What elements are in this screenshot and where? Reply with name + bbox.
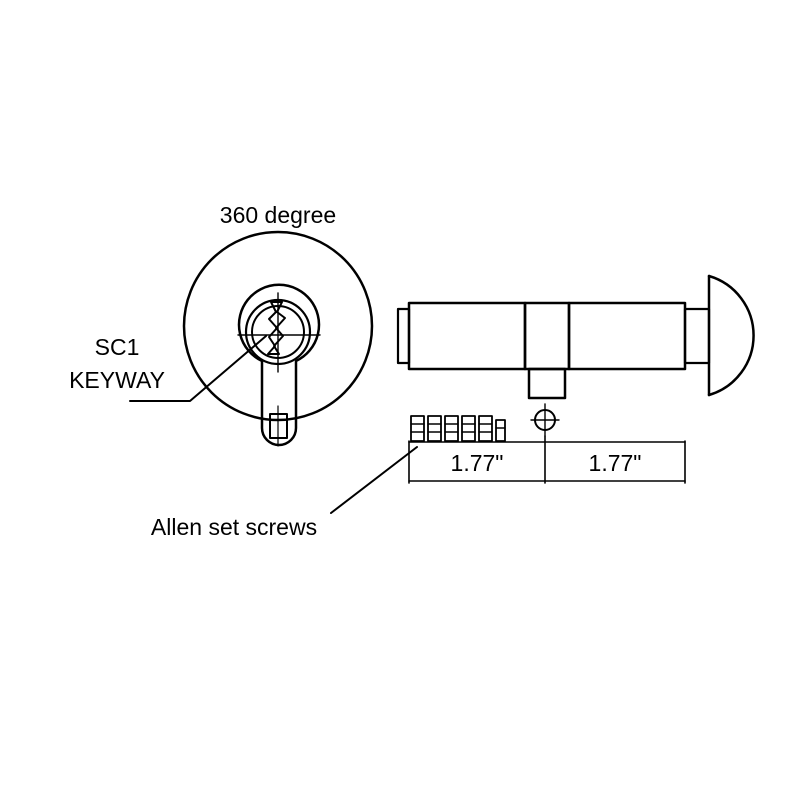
keyhole-profile xyxy=(237,283,321,447)
rotation-label: 360 degree xyxy=(220,202,336,228)
keyway-label-line2: KEYWAY xyxy=(69,367,165,393)
allen-set-screws xyxy=(410,415,506,442)
end-view xyxy=(182,230,374,447)
cam xyxy=(527,367,567,400)
thumbturn-neck xyxy=(683,307,711,365)
dim-left-label: 1.77" xyxy=(451,450,504,476)
keyway-slot xyxy=(267,301,286,355)
keyway-label-line1: SC1 xyxy=(95,334,140,360)
screws-label: Allen set screws xyxy=(151,514,317,540)
front-cap xyxy=(396,307,411,365)
cam-housing xyxy=(523,301,571,371)
keyway-leader xyxy=(129,335,267,402)
dim-right-label: 1.77" xyxy=(589,450,642,476)
thumbturn-knob xyxy=(707,274,755,397)
right-body xyxy=(567,301,687,371)
dimensions xyxy=(408,435,686,484)
side-view xyxy=(396,274,755,437)
left-body xyxy=(407,301,527,371)
screws-leader xyxy=(330,446,418,514)
